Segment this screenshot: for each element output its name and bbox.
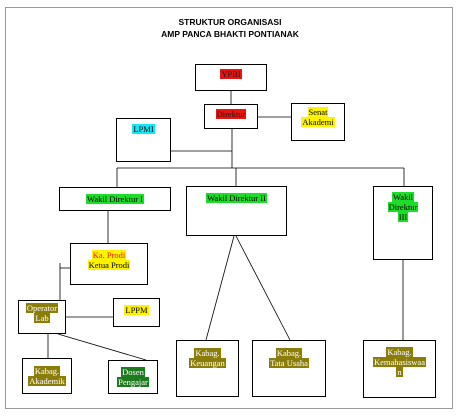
operator-label-line2: Lab — [34, 313, 50, 323]
kabag-kemahasiswaan-box: Kabag. Kemahasiswaa n — [363, 340, 436, 398]
senat-label-line1: Senat — [307, 107, 329, 117]
lppm-box: LPPM — [113, 298, 160, 327]
lppm-label: LPPM — [124, 305, 149, 315]
direktur-label: Direktur — [215, 109, 247, 119]
wadir1-label: Wakil Direktur I — [86, 194, 144, 204]
lpmi-label: LPMI — [132, 124, 155, 134]
wadir2-label: Wakil Direktur II — [206, 193, 267, 203]
wadir3-label-line3: III — [397, 212, 409, 222]
kabag-akademik-box: Kabag. Akademik — [22, 358, 72, 394]
kabag-keuangan-box: Kabag. Keuangan — [176, 340, 239, 397]
kabag-tata-usaha-box: Kabag. Tata Usaha — [252, 340, 326, 397]
keuangan-label-line1: Kabag. — [194, 348, 221, 358]
tu-label-line1: Kabag. — [275, 348, 303, 358]
akademik-label-line2: Akademik — [28, 376, 66, 386]
kemhs-label-line1: Kabag. — [386, 347, 413, 357]
chart-title-line2: AMP PANCA BHAKTI PONTIANAK — [161, 29, 299, 39]
wadir3-label-line2: Direktur — [387, 202, 419, 212]
tu-label-line2: Tata Usaha — [269, 358, 309, 368]
akademik-label-line1: Kabag. — [33, 366, 61, 376]
line-operator-dosen — [57, 333, 147, 361]
direktur-box: Direktur — [204, 104, 258, 129]
wadir2-box: Wakil Direktur II — [186, 186, 287, 236]
lpmi-box: LPMI — [116, 118, 171, 162]
keuangan-label-line2: Keuangan — [189, 358, 226, 368]
operator-lab-box: Operator Lab — [18, 300, 66, 334]
dosen-pengajar-box: Dosen Pengajar — [108, 360, 158, 394]
wadir3-box: Wakil Direktur III — [373, 186, 433, 260]
kaprodi-box: Ka. Prodi Ketua Prodi — [70, 243, 148, 285]
senat-label-line2: Akademi — [301, 117, 335, 127]
ypbi-label: YPBI — [220, 69, 242, 79]
dosen-label-line1: Dosen — [121, 367, 145, 377]
kemhs-label-line3: n — [396, 367, 403, 377]
operator-label-line1: Operator — [25, 303, 59, 313]
line-wadir2-keuangan — [205, 235, 235, 341]
wadir1-box: Wakil Direktur I — [59, 187, 171, 211]
chart-title-line1: STRUKTUR ORGANISASI — [178, 17, 282, 27]
chart-frame — [5, 7, 453, 409]
ypbi-box: YPBI — [195, 64, 267, 91]
ketua-prodi-label: Ketua Prodi — [87, 260, 131, 270]
line-wadir2-tu — [235, 235, 291, 341]
kaprodi-label: Ka. Prodi — [91, 250, 127, 260]
kemhs-label-line2: Kemahasiswaa — [373, 357, 426, 367]
senat-akademi-box: Senat Akademi — [291, 103, 345, 141]
wadir3-label-line1: Wakil — [391, 192, 415, 202]
dosen-label-line2: Pengajar — [117, 377, 149, 387]
